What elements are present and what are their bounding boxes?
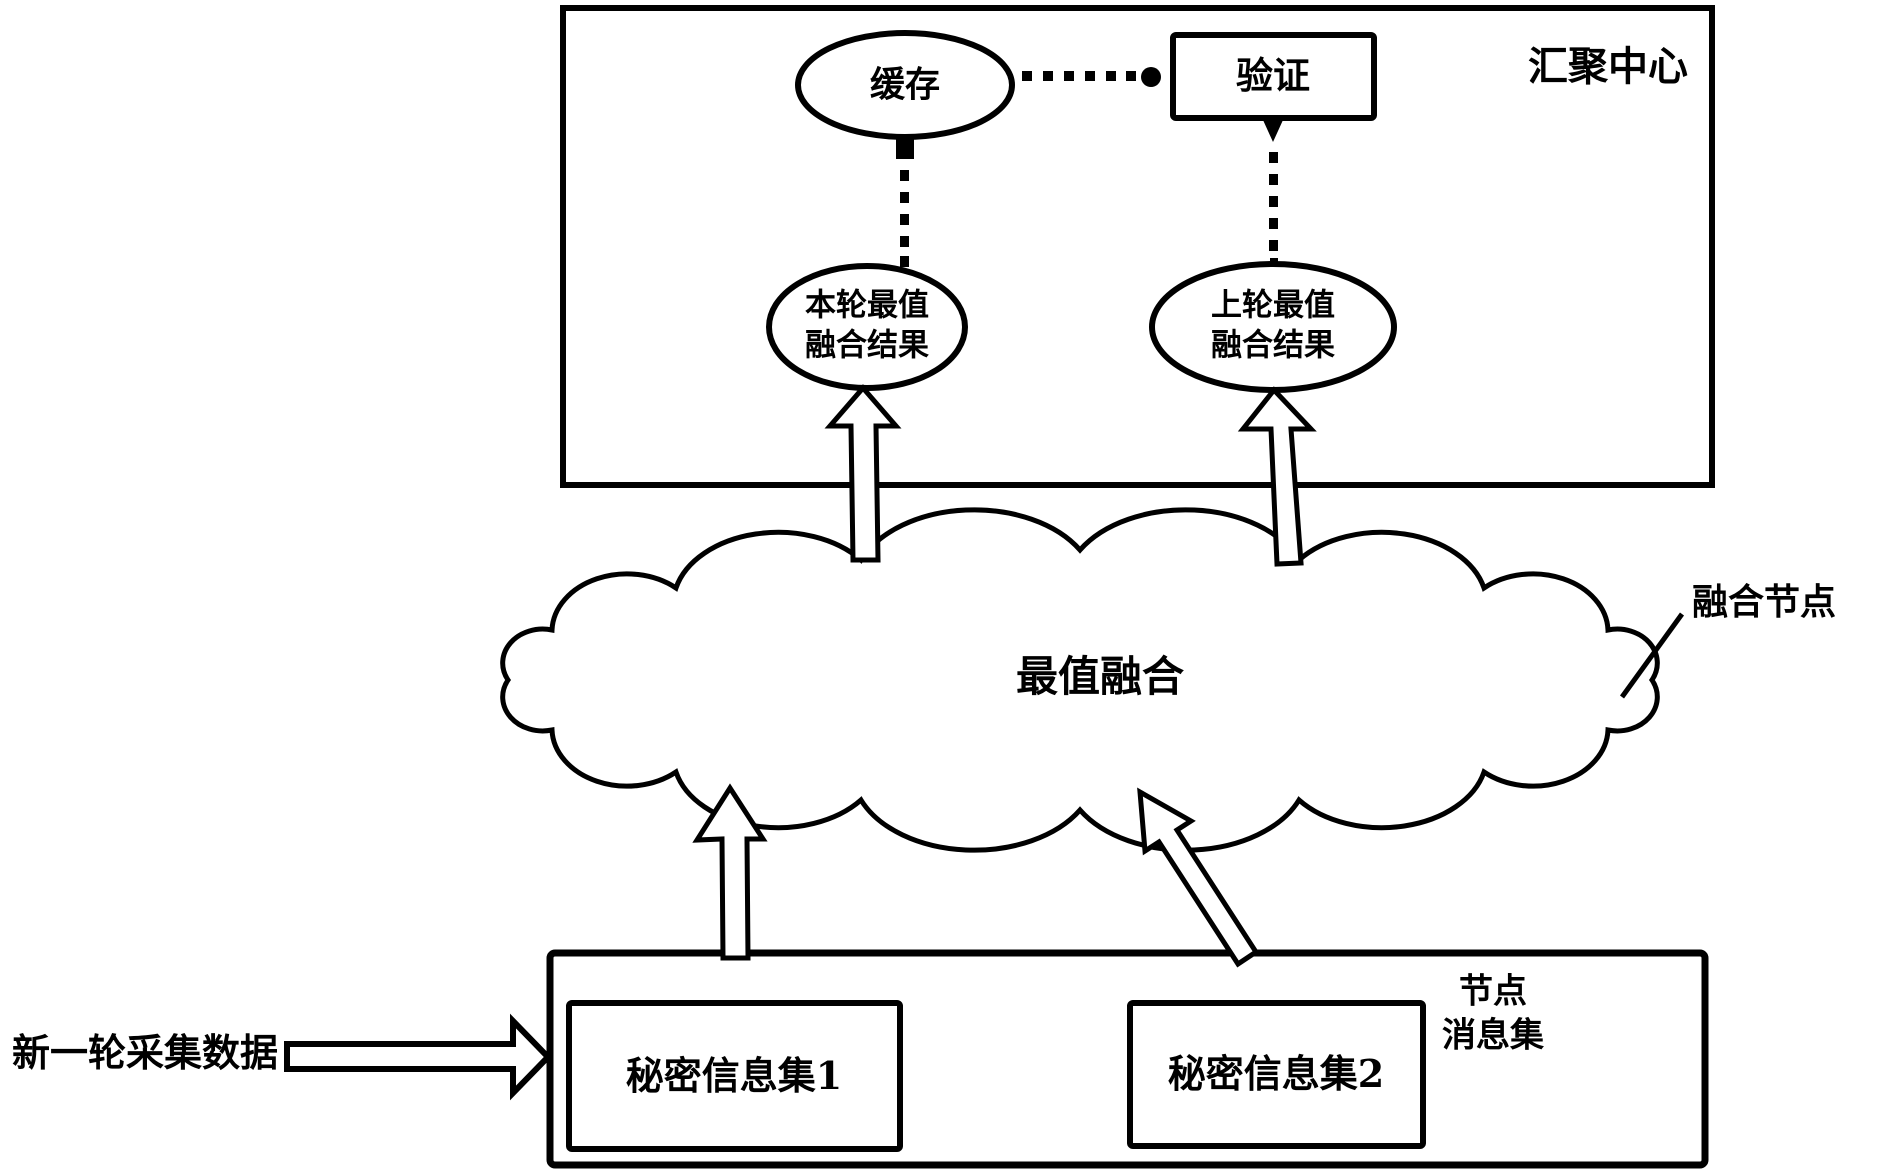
fusion-node-callout-line [1619, 612, 1685, 699]
previous-result-label: 上轮最值 融合结果 [1211, 286, 1335, 365]
secret-set1-box [566, 1000, 903, 1152]
node-message-set-title-line1: 节点 [1459, 971, 1527, 1012]
input-arrow [284, 1013, 553, 1101]
node-message-set-title-line2: 消息集 [1442, 1015, 1544, 1055]
current-result-line2: 融合结果 [805, 327, 929, 363]
cache-current-result-dotted-line [896, 137, 914, 267]
new-round-data-label: 新一轮采集数据 [11, 1030, 279, 1075]
cloud-to-previous-result-arrow [1237, 386, 1317, 567]
current-result-line1: 本轮最值 [805, 287, 929, 324]
fusion-node-annotation: 融合节点 [1691, 581, 1837, 623]
previous-result-line2: 融合结果 [1211, 327, 1335, 363]
cloud-to-current-result-arrow [824, 384, 902, 563]
verify-previous-result-dotted-line [1263, 120, 1283, 268]
verify-box [1170, 32, 1377, 121]
secret-set1-label: 秘密信息集1 [625, 1053, 843, 1098]
verify-label: 验证 [1236, 53, 1310, 98]
fusion-cloud-label: 最值融合 [1015, 652, 1185, 701]
fusion-cloud [500, 507, 1660, 853]
set2-to-cloud-arrow [1137, 787, 1260, 968]
secret-set2-box [1127, 1000, 1426, 1149]
cache-label: 缓存 [869, 64, 941, 106]
node-message-set-title: 节点 消息集 [1442, 970, 1544, 1057]
current-result-ellipse [766, 263, 968, 391]
cache-ellipse [795, 30, 1015, 140]
previous-result-line1: 上轮最值 [1211, 287, 1335, 324]
secret-set2-label: 秘密信息集2 [1167, 1051, 1385, 1096]
set1-to-cloud-arrow [692, 783, 768, 961]
node-message-set-box [546, 949, 1709, 1169]
aggregation-center-box [560, 5, 1715, 488]
aggregation-center-title: 汇聚中心 [1528, 43, 1688, 90]
current-result-label: 本轮最值 融合结果 [805, 286, 929, 365]
cache-verify-dotted-line [1022, 67, 1161, 87]
